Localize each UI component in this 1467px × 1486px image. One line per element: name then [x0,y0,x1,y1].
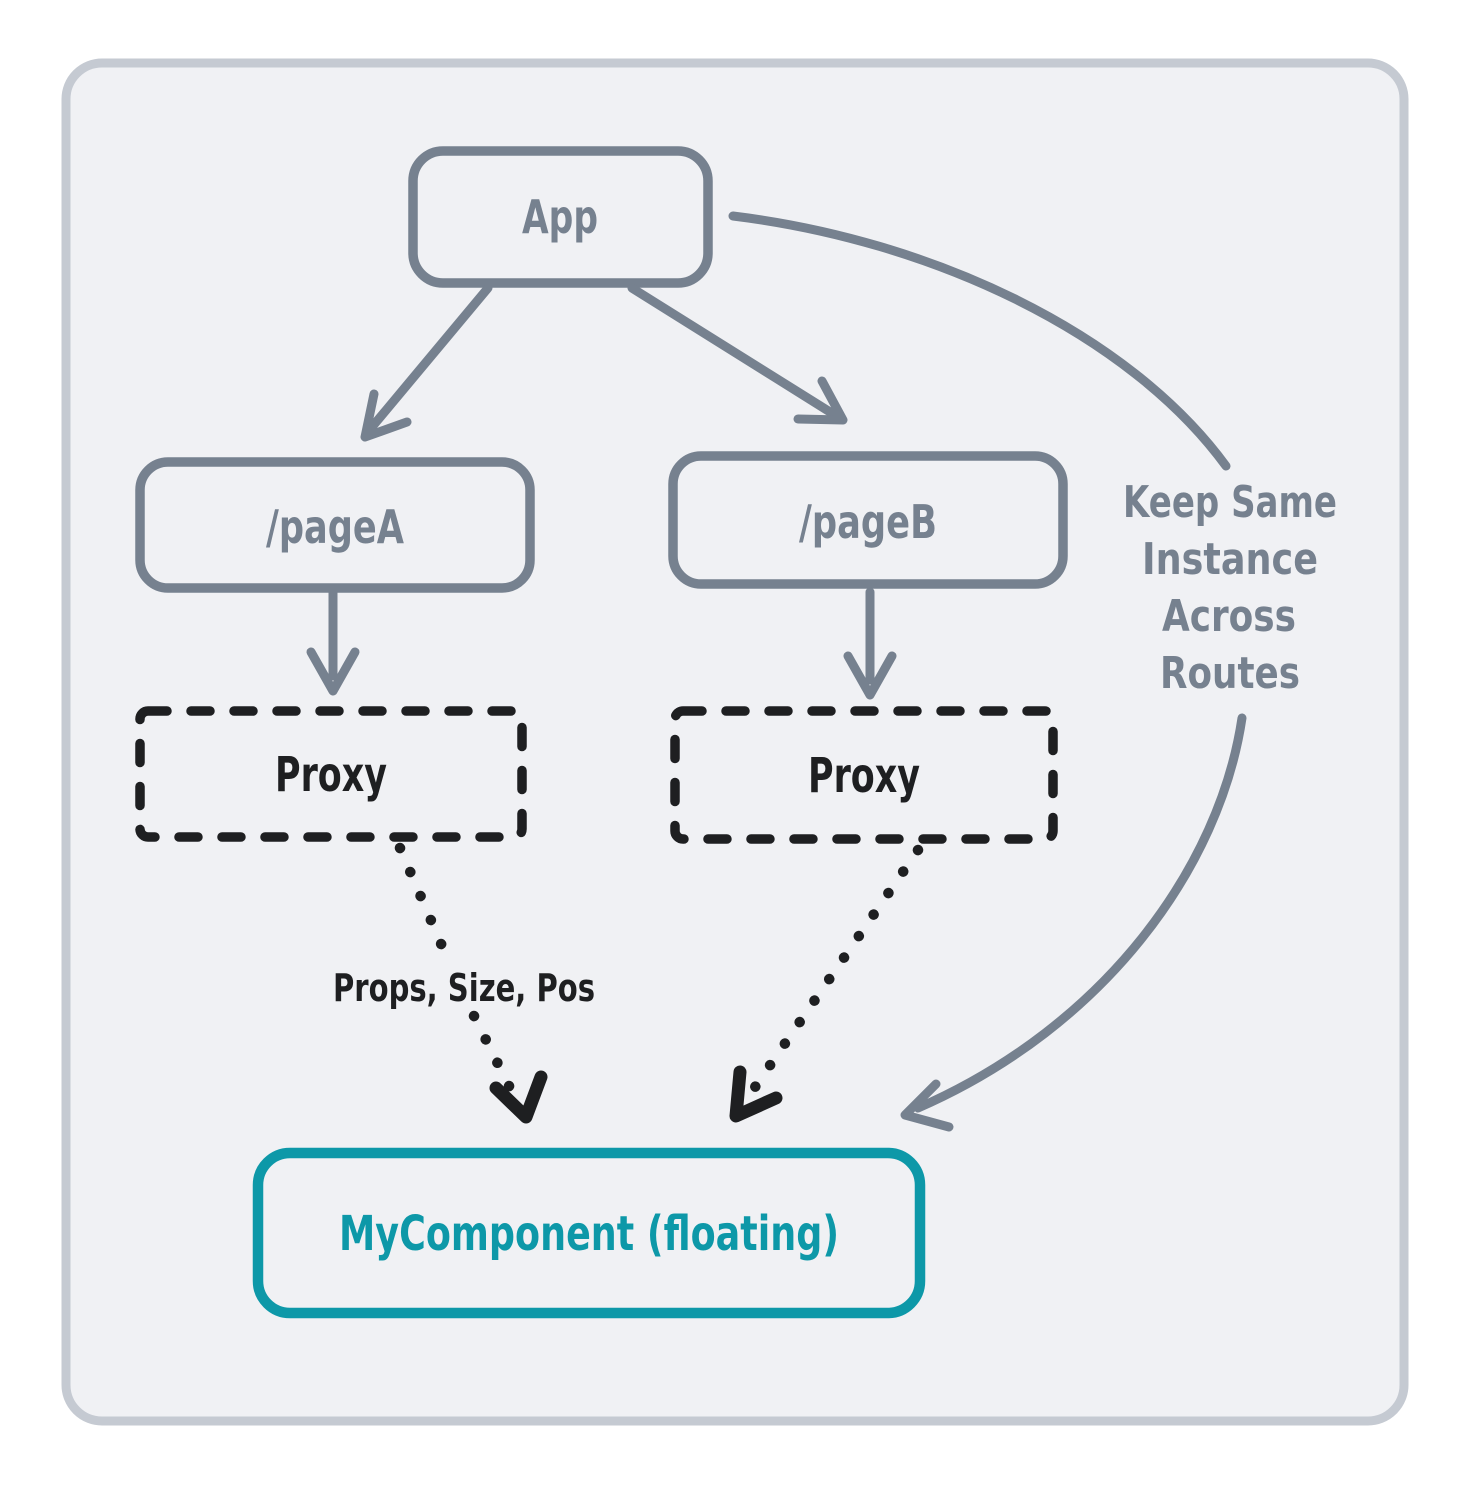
pagea-node-label: /pageA [266,500,404,554]
props-size-pos-label: Props, Size, Pos [333,966,595,1010]
app-node: App [408,146,713,288]
edge-pageb-to-proxy [843,587,897,700]
mycomponent-node-label: MyComponent (floating) [339,1206,839,1262]
note-line-2: Instance [1142,534,1318,585]
proxy-right-node-label: Proxy [808,748,920,804]
edge-pagea-to-proxy-arrowhead-icon [306,647,360,696]
note-line-3: Across [1162,591,1296,642]
proxy-right-node-box [670,706,1058,844]
app-node-box [408,146,713,288]
edge-pagea-to-proxy [306,585,360,696]
curve-segment-bottom [913,713,1247,1113]
pageb-node: /pageB [668,451,1068,589]
mycomponent-node: MyComponent (floating) [252,1147,926,1319]
edge-pageb-to-proxy-arrowhead-icon [843,651,897,700]
proxy-left-node: Proxy [135,706,527,842]
app-node-label: App [522,190,598,244]
edge-proxyleft-to-mycomponent: Props, Size, Pos [333,842,595,1124]
keep-same-instance-note: Keep Same Instance Across Routes [1123,477,1337,699]
edge-app-to-pageb-line [627,283,843,422]
pageb-node-box [668,451,1068,589]
edge-app-to-pageb-arrowhead-icon [793,376,848,425]
edge-proxyright-arrowhead-icon [729,1065,783,1123]
edge-proxyleft-arrowhead-icon [489,1070,548,1124]
edge-app-to-pagea-line [367,283,493,432]
mycomponent-node-box [252,1147,926,1319]
edge-app-to-mycomponent-curve [728,211,1247,1132]
proxy-left-node-label: Proxy [275,747,387,803]
edge-app-to-pagea-arrowhead-icon [360,389,412,442]
note-line-1: Keep Same [1123,477,1337,528]
edge-proxyleft-segment-top [394,842,448,952]
edge-proxyright-to-mycomponent [729,844,924,1123]
pageb-node-label: /pageB [799,495,937,549]
proxy-left-node-box [135,706,527,842]
panel-background [61,58,1409,1426]
edge-app-to-pagea [360,283,493,442]
curve-segment-top [728,211,1231,471]
edge-app-to-pageb [627,283,848,425]
proxy-right-node: Proxy [670,706,1058,844]
note-line-4: Routes [1160,648,1300,699]
edge-proxyright-line [747,844,924,1096]
curve-arrowhead-icon [900,1079,954,1132]
